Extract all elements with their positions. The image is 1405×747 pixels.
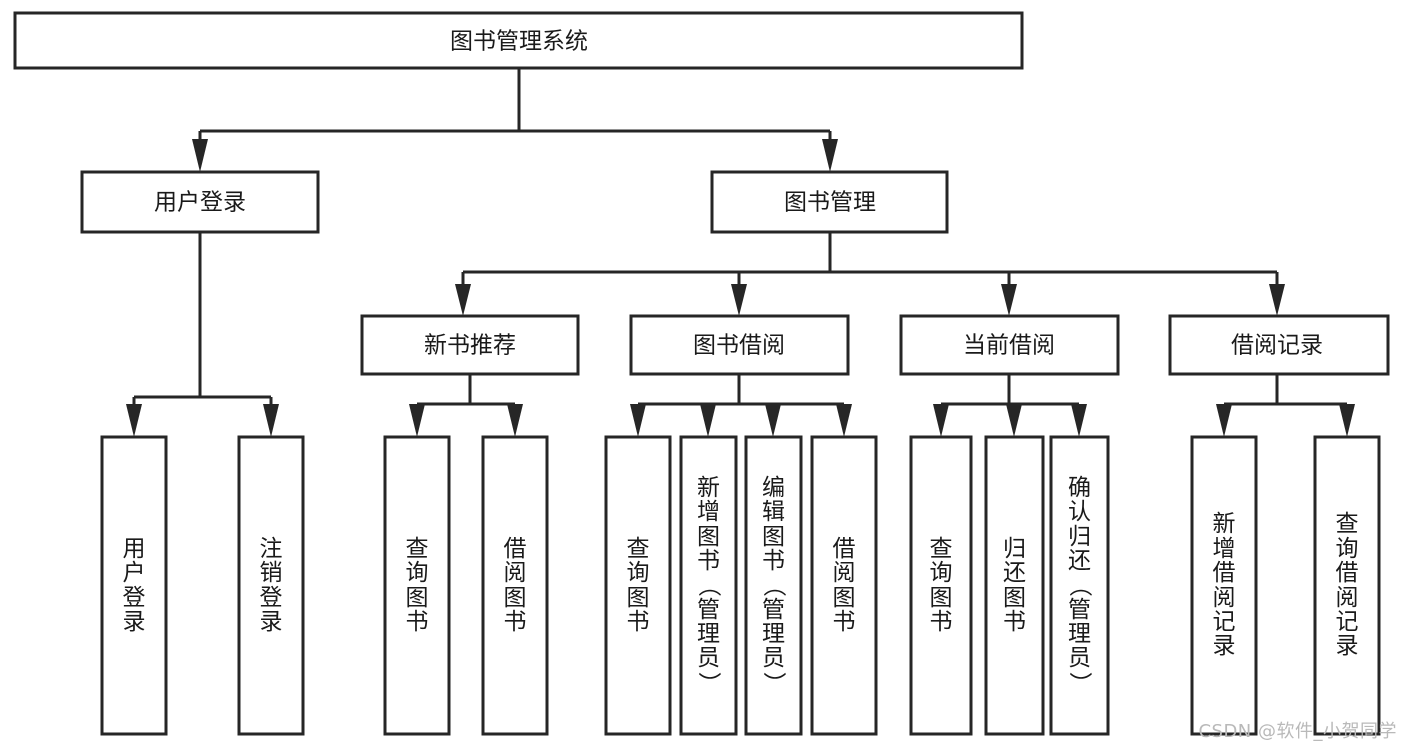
node-borrow-records-box[interactable] [1168, 314, 1390, 376]
node-current-borrow[interactable]: 当前借阅 [899, 314, 1120, 376]
arrow-head-leaf-confirm-return-admin [1071, 404, 1087, 437]
node-book-borrow[interactable]: 图书借阅 [629, 314, 850, 376]
arrow-head-borrow-records [1269, 284, 1285, 316]
edges-layer [126, 68, 1355, 437]
node-current-borrow-box[interactable] [899, 314, 1120, 376]
arrow-head-leaf-borrow-book-recommend [507, 404, 523, 437]
arrow-head-user-login [192, 139, 208, 172]
node-leaf-edit-book-admin-box[interactable] [744, 435, 803, 736]
node-leaf-borrow-book-box[interactable] [810, 435, 878, 736]
node-new-book-recommend[interactable]: 新书推荐 [360, 314, 580, 376]
node-leaf-add-borrow-record-box[interactable] [1190, 435, 1258, 736]
node-book-management[interactable]: 图书管理 [710, 170, 949, 234]
node-book-management-label: 图书管理 [784, 190, 876, 216]
arrow-head-leaf-add-book-admin [700, 404, 716, 437]
nodes-layer: 图书管理系统 用户登录 图书管理 新书推荐 图书借阅 当前 [13, 11, 1390, 736]
node-leaf-user-login-box[interactable] [100, 435, 168, 736]
node-leaf-query-borrow-record-box[interactable] [1313, 435, 1381, 736]
arrow-head-leaf-logout [263, 404, 279, 437]
node-user-login[interactable]: 用户登录 [80, 170, 320, 234]
node-current-borrow-label: 当前借阅 [963, 333, 1055, 359]
arrow-head-leaf-edit-book-admin [765, 404, 781, 437]
node-book-management-box[interactable] [710, 170, 949, 234]
arrow-head-current-borrow [1001, 284, 1017, 316]
csdn-watermark: CSDN @软件_小贺同学 [1198, 721, 1397, 742]
node-leaf-return-book-box[interactable] [984, 435, 1045, 736]
node-borrow-records[interactable]: 借阅记录 [1168, 314, 1390, 376]
arrow-head-leaf-query-book-borrow [630, 404, 646, 437]
arrow-head-book-borrow [731, 284, 747, 316]
node-user-login-box[interactable] [80, 170, 320, 234]
node-root[interactable]: 图书管理系统 [13, 11, 1024, 70]
arrow-head-leaf-add-borrow-record [1216, 404, 1232, 437]
arrow-head-leaf-query-borrow-record [1339, 404, 1355, 437]
arrow-head-leaf-return-book [1006, 404, 1022, 437]
arrow-head-leaf-borrow-book [836, 404, 852, 437]
arrow-head-leaf-query-book-recommend [409, 404, 425, 437]
node-leaf-query-book-current-box[interactable] [909, 435, 973, 736]
node-book-borrow-box[interactable] [629, 314, 850, 376]
arrow-head-leaf-query-book-current [933, 404, 949, 437]
arrow-head-new-book-recommend [455, 284, 471, 316]
node-book-borrow-label: 图书借阅 [693, 333, 785, 359]
node-leaf-confirm-return-admin-box[interactable] [1049, 435, 1110, 736]
node-new-book-recommend-box[interactable] [360, 314, 580, 376]
node-leaf-logout-box[interactable] [237, 435, 305, 736]
node-leaf-add-book-admin-box[interactable] [679, 435, 738, 736]
node-user-login-label: 用户登录 [154, 190, 246, 216]
node-borrow-records-label: 借阅记录 [1231, 333, 1323, 359]
node-root-label: 图书管理系统 [450, 29, 588, 55]
arrow-head-leaf-user-login [126, 404, 142, 437]
node-leaf-query-book-recommend-box[interactable] [383, 435, 451, 736]
node-new-book-recommend-label: 新书推荐 [424, 333, 516, 359]
arrow-head-book-management [822, 139, 838, 172]
node-root-box[interactable] [13, 11, 1024, 70]
node-leaf-borrow-book-recommend-box[interactable] [481, 435, 549, 736]
node-leaf-query-book-borrow-box[interactable] [604, 435, 672, 736]
